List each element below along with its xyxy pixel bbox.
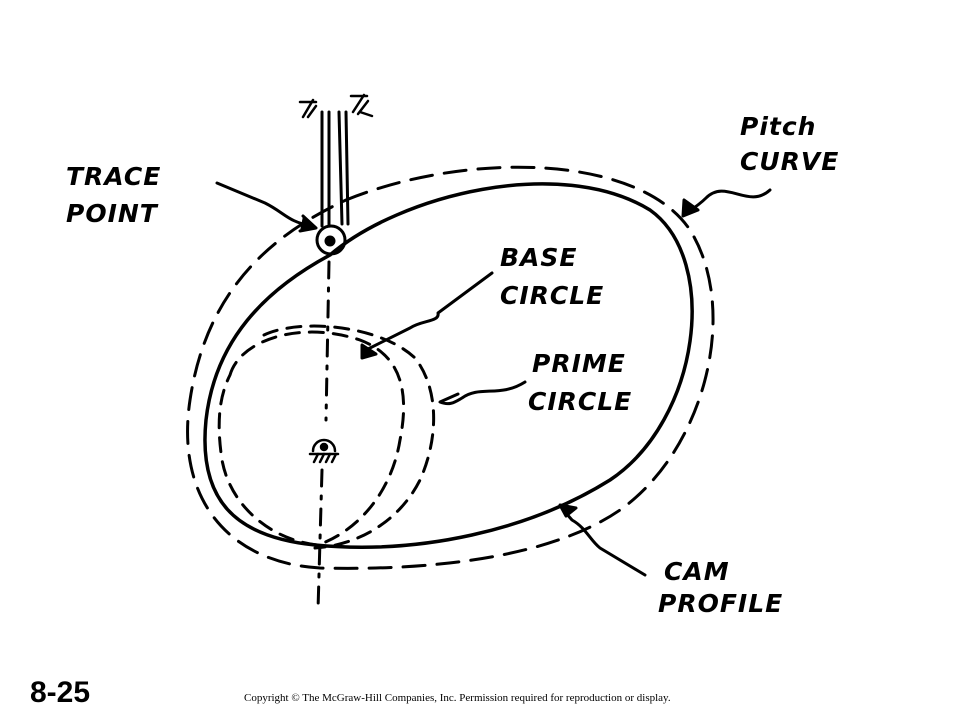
pitch-curve-leader-arrow xyxy=(681,188,772,218)
cam-profile-leader-arrow xyxy=(558,503,647,577)
cam-profile-label-line1: CAM xyxy=(664,557,730,586)
trace-point-label-line2: POINT xyxy=(66,199,159,228)
center-line xyxy=(316,260,331,612)
prime-circle xyxy=(262,324,436,550)
pitch-curve-label-line2: CURVE xyxy=(740,147,839,176)
base-circle xyxy=(217,330,406,547)
slide-number: 8-25 xyxy=(30,676,91,709)
pitch-curve-label-line1: Pitch xyxy=(740,112,816,141)
prime-circle-label-line1: PRIME xyxy=(532,349,626,378)
prime-circle-leader-arrow xyxy=(438,380,527,406)
base-circle-label-line2: CIRCLE xyxy=(500,281,604,310)
follower-ground-hatch xyxy=(298,93,374,119)
roller-follower xyxy=(315,224,347,256)
cam-profile xyxy=(203,182,694,549)
prime-circle-label-line2: CIRCLE xyxy=(528,387,632,416)
trace-point-label-line1: TRACE xyxy=(66,162,161,191)
trace-point-leader-arrow xyxy=(215,181,318,233)
base-circle-leader-arrow xyxy=(360,271,494,360)
cam-profile-label-line2: PROFILE xyxy=(658,589,783,618)
cam-shaft-pivot xyxy=(308,438,340,464)
copyright-notice: Copyright © The McGraw-Hill Companies, I… xyxy=(244,692,671,704)
pitch-curve xyxy=(186,165,715,570)
base-circle-label-line1: BASE xyxy=(500,243,578,272)
